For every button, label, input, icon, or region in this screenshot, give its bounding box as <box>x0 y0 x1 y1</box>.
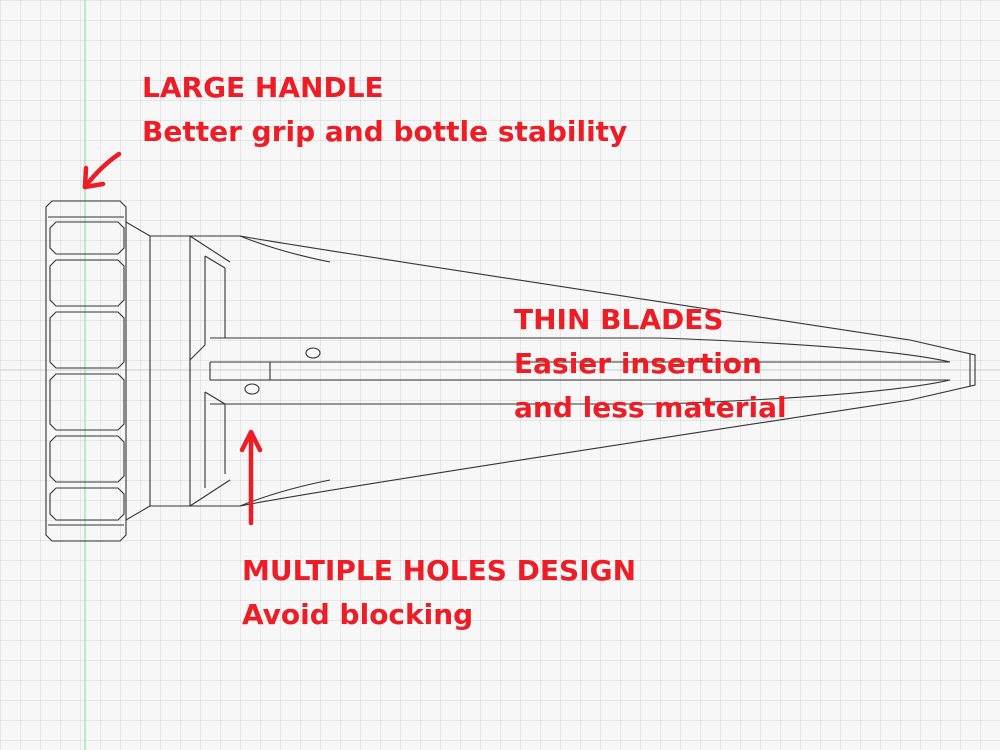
callout-thin-blades: THIN BLADES Easier insertion and less ma… <box>514 298 787 430</box>
callout-multiple-holes: MULTIPLE HOLES DESIGN Avoid blocking <box>242 549 636 637</box>
handle <box>45 200 127 542</box>
callout-large-handle: LARGE HANDLE Better grip and bottle stab… <box>142 66 627 154</box>
callout-title: MULTIPLE HOLES DESIGN <box>242 554 637 587</box>
spout-outline <box>45 200 976 542</box>
center-slot <box>189 362 950 381</box>
callout-line-2: and less material <box>514 391 787 424</box>
callout-subtitle: Better grip and bottle stability <box>142 115 628 148</box>
vent-hole-lower <box>244 383 260 395</box>
upper-blade <box>189 235 951 363</box>
callout-title: THIN BLADES <box>514 303 724 336</box>
callout-line-1: Easier insertion <box>514 347 762 380</box>
handle-arrow <box>82 151 122 190</box>
callout-subtitle: Avoid blocking <box>242 598 474 631</box>
lower-blade <box>189 379 951 507</box>
collar <box>125 221 191 521</box>
blade-body <box>190 235 976 507</box>
callout-title: LARGE HANDLE <box>142 71 384 104</box>
holes-arrow <box>239 429 263 526</box>
vent-hole-upper <box>305 347 321 359</box>
